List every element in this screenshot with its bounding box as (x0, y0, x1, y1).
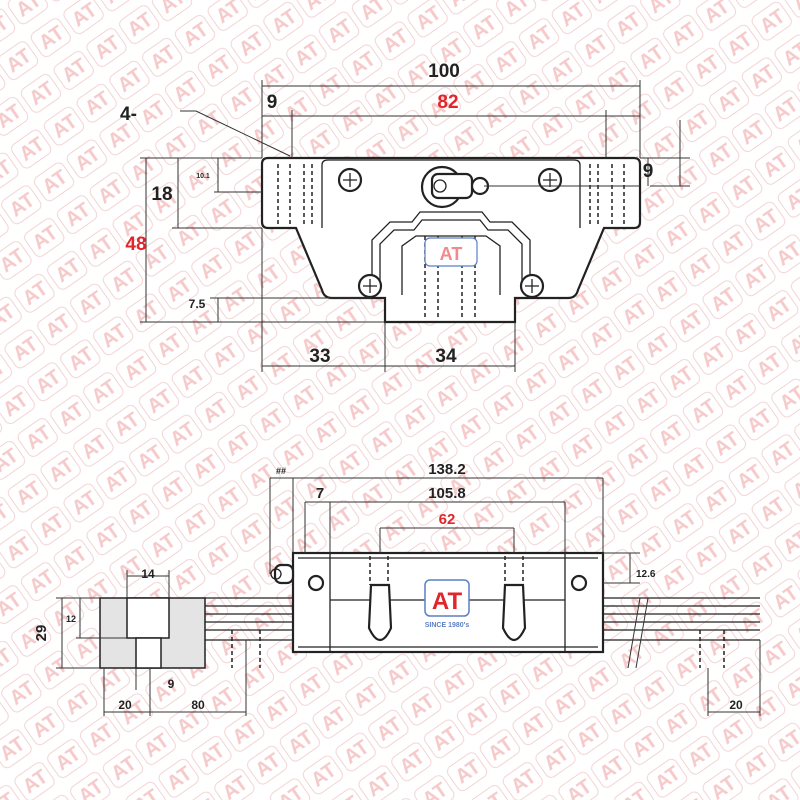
logo-mark: AT (440, 244, 463, 264)
dim-overall-length: 138.2 (428, 461, 466, 478)
seal-screw-icon (307, 574, 325, 592)
dim-rail-hole-depth: 12 (66, 614, 76, 624)
logo-mark: AT (432, 588, 463, 615)
hole-callout: 4- (120, 104, 137, 125)
side-view: AT SINCE 1980's ## 138.2 105.8 7 62 12.6… (33, 461, 761, 716)
dim-hole-pitch: 62 (439, 511, 456, 528)
seal-screw-icon (570, 574, 588, 592)
dim-end-offset: 7 (316, 485, 324, 502)
grease-nipple-icon (270, 563, 295, 585)
dim-hole-spacing: 82 (437, 92, 458, 113)
dim-hole-depth: 10.1 (196, 173, 210, 180)
dim-rail-pitch: 80 (191, 698, 205, 712)
dim-block-height: 48 (125, 234, 146, 255)
dim-flange-right: 9 (643, 161, 654, 182)
dim-overall-width: 100 (428, 61, 460, 82)
logo-tagline: SINCE 1980's (425, 622, 470, 629)
dim-rail-clearance: 7.5 (189, 297, 206, 311)
logo-frame (424, 579, 470, 617)
logo-frame (424, 237, 478, 267)
dim-rail-width: 14 (141, 567, 155, 581)
dim-side-width: 33 (309, 346, 330, 367)
grease-nipple-icon (420, 165, 490, 209)
rail-profile (371, 211, 531, 290)
dim-grease-offset: ## (276, 466, 286, 476)
dim-grease-height: 12.6 (636, 569, 656, 580)
dim-rail-width: 34 (435, 346, 457, 367)
front-view: AT 100 82 9 9 4- 48 18 10.1 7.5 33 34 (120, 61, 690, 372)
dim-end-distance: 20 (118, 698, 132, 712)
dim-rail-height: 29 (33, 625, 50, 642)
dim-body-length: 105.8 (428, 485, 466, 502)
dim-flange-height: 18 (151, 184, 172, 205)
dim-flange-left: 9 (267, 92, 278, 113)
dim-rail-hole-dia: 9 (168, 677, 175, 691)
dim-end-distance-right: 20 (729, 698, 743, 712)
